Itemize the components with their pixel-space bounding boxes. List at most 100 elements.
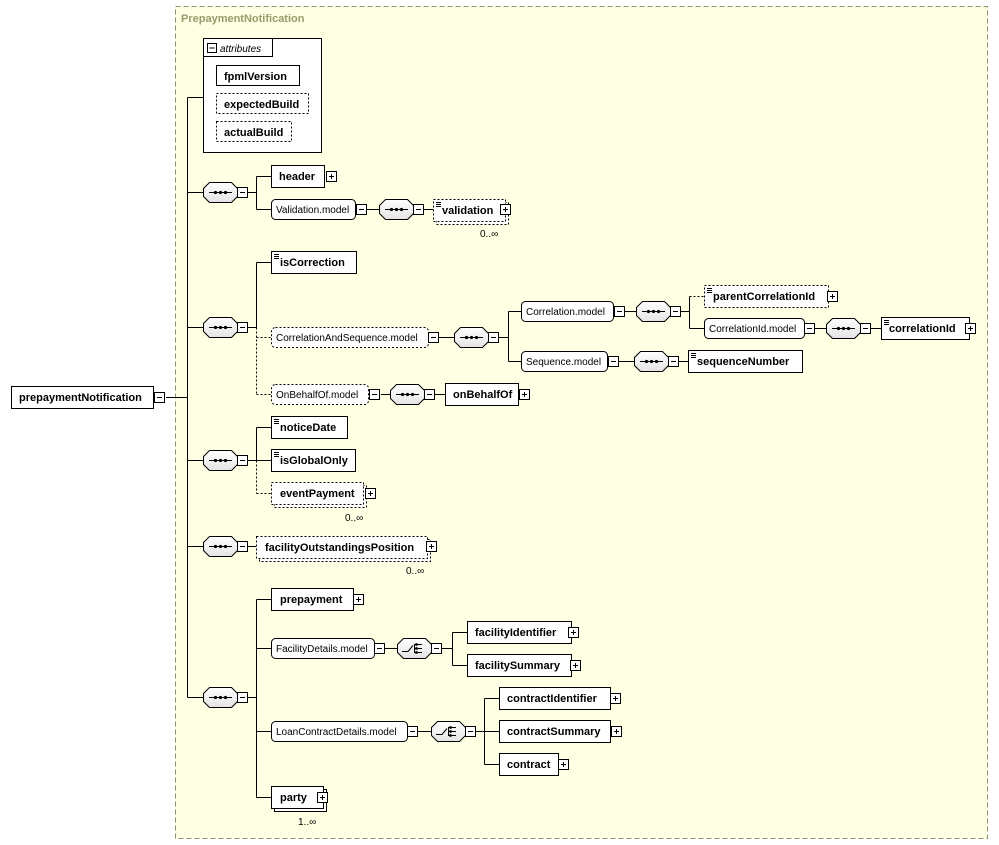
element-sequencenumber[interactable]: sequenceNumber [688,350,803,373]
simple-type-icon [884,320,889,325]
root-element[interactable]: prepaymentNotification [11,386,165,409]
element-facilityoutstandingsposition-label: facilityOutstandingsPosition [265,542,414,554]
simple-type-icon [691,353,696,358]
element-contractsummary-label: contractSummary [507,726,601,738]
sequence-compositor[interactable] [454,327,499,348]
expand-icon[interactable] [568,627,579,638]
occurrence-label: 0..∞ [345,513,363,524]
expand-icon[interactable] [317,792,328,803]
collapse-icon[interactable] [614,306,625,317]
sequence-compositor[interactable] [203,317,248,338]
group-loancontractdetails-model[interactable]: LoanContractDetails.model [271,721,418,742]
group-validation-model[interactable]: Validation.model [271,199,367,220]
expand-icon[interactable] [353,594,364,605]
element-header[interactable]: header [271,165,337,188]
collapse-icon[interactable] [608,356,619,367]
element-contractidentifier[interactable]: contractIdentifier [499,687,621,710]
sequence-compositor[interactable] [636,301,681,322]
sequence-compositor[interactable] [379,199,424,220]
sequence-compositor[interactable] [203,182,248,203]
expand-icon[interactable] [965,323,976,334]
attribute-actualbuild-label: actualBuild [224,127,283,139]
expand-icon[interactable] [570,660,581,671]
element-onbehalfof[interactable]: onBehalfOf [445,383,530,406]
expand-icon[interactable] [365,488,376,499]
simple-type-icon [274,419,279,424]
group-correlation-and-sequence-model[interactable]: CorrelationAndSequence.model [271,327,439,348]
sequence-compositor[interactable] [826,318,871,339]
collapse-icon[interactable] [356,204,367,215]
element-validation-label: validation [442,205,494,217]
group-correlationid-model-label: CorrelationId.model [709,324,796,335]
group-loancontractdetails-model-label: LoanContractDetails.model [276,727,397,738]
collapse-icon[interactable] [428,332,439,343]
element-sequencenumber-label: sequenceNumber [697,356,790,368]
simple-type-icon [436,202,441,207]
expand-icon[interactable] [500,204,511,215]
expand-icon[interactable] [326,171,337,182]
expand-icon[interactable] [610,693,621,704]
expand-icon[interactable] [519,389,530,400]
attribute-expectedbuild[interactable] [216,93,309,114]
collapse-icon[interactable] [407,726,418,737]
element-party[interactable]: party 1..∞ [271,786,328,829]
group-correlationid-model[interactable]: CorrelationId.model [704,318,815,339]
expand-icon[interactable] [426,541,437,552]
collapse-icon[interactable] [804,323,815,334]
group-facilitydetails-model-label: FacilityDetails.model [276,644,368,655]
element-facilitysummary[interactable]: facilitySummary [467,654,581,677]
sequence-compositor[interactable] [390,384,435,405]
expand-icon[interactable] [611,726,622,737]
choice-compositor[interactable] [431,721,476,742]
element-contractidentifier-label: contractIdentifier [507,693,598,705]
sequence-compositor[interactable] [203,450,248,471]
element-prepayment[interactable]: prepayment [271,588,364,611]
occurrence-label: 1..∞ [298,817,316,828]
collapse-icon[interactable] [374,643,385,654]
element-header-label: header [279,171,316,183]
collapse-icon[interactable] [154,392,165,403]
sequence-compositor[interactable] [203,687,248,708]
element-isglobalonly[interactable]: isGlobalOnly [271,449,356,472]
element-contract-label: contract [507,759,551,771]
element-validation[interactable]: validation 0..∞ [433,199,511,241]
group-validation-model-label: Validation.model [276,205,349,216]
attribute-actualbuild[interactable] [216,121,292,142]
element-facilitysummary-label: facilitySummary [475,660,561,672]
element-parentcorrelationid[interactable]: parentCorrelationId [704,285,838,308]
element-correlationid-label: correlationId [889,323,956,335]
sequence-compositor[interactable] [634,351,679,372]
group-onbehalfof-model-label: OnBehalfOf.model [276,390,358,401]
element-facilityidentifier[interactable]: facilityIdentifier [467,621,579,644]
attributes-group: attributes fpmlVersion expectedBuild act… [203,38,322,153]
group-onbehalfof-model[interactable]: OnBehalfOf.model [271,384,380,405]
group-correlation-model[interactable]: Correlation.model [521,301,625,322]
element-eventpayment[interactable]: eventPayment 0..∞ [271,482,376,525]
group-facilitydetails-model[interactable]: FacilityDetails.model [271,638,385,659]
group-sequence-model[interactable]: Sequence.model [521,351,619,372]
group-correlation-and-sequence-label: CorrelationAndSequence.model [276,333,418,344]
element-onbehalfof-label: onBehalfOf [453,389,513,401]
element-facilityoutstandingsposition[interactable]: facilityOutstandingsPosition 0..∞ [256,536,437,578]
element-iscorrection[interactable]: isCorrection [271,251,357,274]
element-iscorrection-label: isCorrection [280,257,345,269]
root-element-label: prepaymentNotification [19,392,142,404]
container-label: PrepaymentNotification [181,13,305,25]
attributes-collapse-icon[interactable] [207,43,217,53]
occurrence-label: 0..∞ [406,566,424,577]
simple-type-icon [707,288,712,293]
element-contract[interactable]: contract [499,753,569,776]
expand-icon[interactable] [558,759,569,770]
choice-compositor[interactable] [397,638,442,659]
expand-icon[interactable] [827,291,838,302]
attribute-fpmlversion[interactable] [216,65,300,86]
group-sequence-model-label: Sequence.model [526,357,601,368]
occurrence-label: 0..∞ [480,229,498,240]
element-correlationid[interactable]: correlationId [881,317,976,340]
element-noticedate[interactable]: noticeDate [271,416,348,439]
sequence-compositor[interactable] [203,536,248,557]
collapse-icon[interactable] [369,389,380,400]
element-contractsummary[interactable]: contractSummary [499,720,622,743]
simple-type-icon [274,452,279,457]
